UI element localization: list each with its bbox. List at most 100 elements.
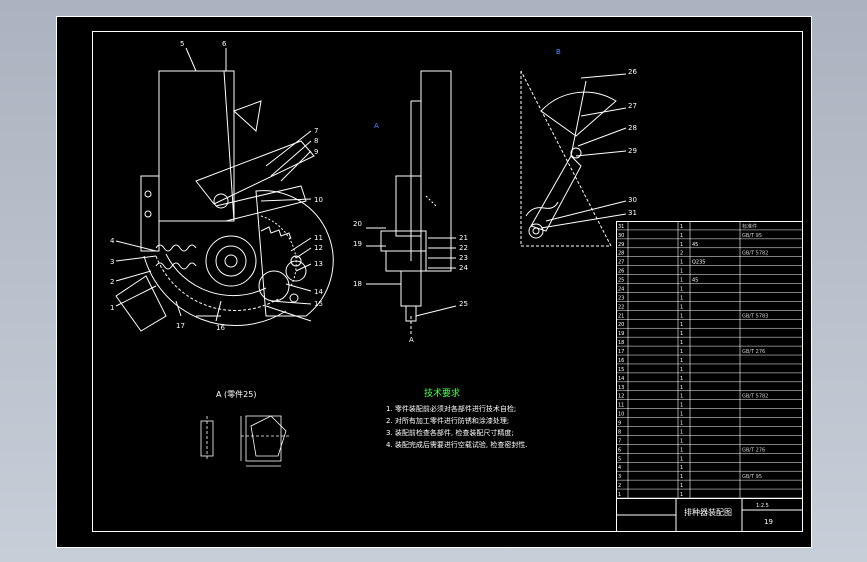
detail-view-labels: B 26 27 28 29 30 31: [556, 48, 637, 217]
part-number: 3: [110, 258, 114, 266]
tech-req-item: 2. 对所有加工零件进行防锈和涂漆处理;: [386, 416, 509, 425]
parts-list-cell: 1: [680, 447, 683, 453]
technical-requirements: 技术要求 1. 零件装配前必须对各部件进行技术自检; 2. 对所有加工零件进行防…: [386, 387, 528, 449]
side-housing: [420, 70, 452, 272]
parts-list-cell: 6: [618, 447, 621, 453]
view-label-b: B: [556, 48, 561, 56]
detail-arm: [530, 155, 582, 232]
parts-list-cell: 13: [618, 385, 624, 391]
side-view: [366, 70, 457, 336]
drawing-title: 排种器装配图: [684, 507, 732, 517]
part-number: 9: [314, 148, 318, 156]
parts-list-cell: 9: [618, 421, 621, 427]
assembly-drawing: 5 6 7 8 9 10 11 12 13 14 15 16 17 1 2 3 …: [56, 16, 812, 548]
parts-list-cell: GB/T 95: [742, 233, 762, 239]
part-number: 28: [628, 124, 637, 132]
detail-view: [520, 70, 627, 247]
parts-list-cell: 10: [618, 412, 624, 418]
parts-list-cell: 1: [680, 340, 683, 346]
part-number: 12: [314, 244, 323, 252]
part-number: 20: [353, 220, 362, 228]
parts-list-cell: GB/T 5783: [742, 313, 768, 319]
tech-req-item: 4. 装配完成后需要进行空载试验, 检查密封性.: [386, 440, 528, 449]
part-number: 26: [628, 68, 637, 76]
parts-list-cell: 1: [618, 492, 621, 498]
parts-list-cell: 1: [680, 331, 683, 337]
parts-list-cell: 31: [618, 224, 624, 230]
parts-list-cell: GB/T 276: [742, 447, 765, 453]
part-number: 2: [110, 278, 114, 286]
detail-sector: [540, 91, 617, 137]
parts-list-cell: GB/T 5782: [742, 251, 768, 257]
sheet-number: 19: [764, 518, 773, 526]
parts-list-cell: 1: [680, 304, 683, 310]
part-number: 10: [314, 196, 323, 204]
part-number: 18: [353, 280, 362, 288]
housing-arc: [143, 255, 287, 326]
part-number: 29: [628, 147, 637, 155]
side-plate: [140, 175, 160, 252]
part-number: 13: [314, 260, 323, 268]
parts-list-cell: 28: [618, 251, 624, 257]
parts-list-cell: 21: [618, 313, 624, 319]
part-number: 1: [110, 304, 114, 312]
parts-list-cell: 27: [618, 260, 624, 266]
parts-list-cell: 1: [680, 403, 683, 409]
parts-list-cell: 标准件: [742, 223, 757, 230]
title-block: [616, 498, 803, 532]
parts-list-cell: 1: [680, 224, 683, 230]
parts-list-cell: 1: [680, 349, 683, 355]
parts-list-cell: 20: [618, 322, 624, 328]
parts-list-cell: 1: [680, 295, 683, 301]
parts-list-border: [616, 221, 803, 499]
part-number: 17: [176, 322, 185, 330]
parts-list-cell: 1: [680, 242, 683, 248]
parts-list-cell: 16: [618, 358, 624, 364]
parts-list-cell: 1: [680, 456, 683, 462]
main-view-labels: 5 6 7 8 9 10 11 12 13 14 15 16 17 1 2 3 …: [110, 40, 323, 332]
part-number: 30: [628, 196, 637, 204]
parts-list-cell: 1: [680, 376, 683, 382]
side-view-labels: A A 20 19 18 21 22 23 24 25: [353, 122, 468, 344]
parts-list-cell: 1: [680, 286, 683, 292]
parts-list-cell: 17: [618, 349, 624, 355]
part-number: 5: [180, 40, 184, 48]
parts-list-cell: 11: [618, 403, 624, 409]
hopper-flap: [233, 100, 262, 132]
parts-list-cell: GB/T 95: [742, 474, 762, 480]
drawing-canvas[interactable]: 5 6 7 8 9 10 11 12 13 14 15 16 17 1 2 3 …: [56, 16, 812, 548]
parts-list-cell: 1: [680, 394, 683, 400]
part-number: 23: [459, 254, 468, 262]
parts-list-cell: 3: [618, 474, 621, 480]
parts-list-cell: 1: [680, 465, 683, 471]
parts-list-cell: 1: [680, 278, 683, 284]
parts-list-cell: 12: [618, 394, 624, 400]
part-number: 24: [459, 264, 468, 272]
part-number: 11: [314, 234, 323, 242]
parts-list-cell: GB/T 5782: [742, 394, 768, 400]
part-number: 31: [628, 209, 637, 217]
parts-list-cell: 23: [618, 295, 624, 301]
part-number: 8: [314, 137, 318, 145]
parts-list-cell: 1: [680, 260, 683, 266]
section-arrow-label: A: [409, 336, 414, 344]
part-25-view: [200, 415, 291, 467]
detail-boundary: [520, 70, 612, 247]
adjust-knob: [285, 260, 307, 282]
parts-list-cell: 1: [680, 483, 683, 489]
parts-list-cell: 15: [618, 367, 624, 373]
parts-list-cell: 18: [618, 340, 624, 346]
parts-list-cell: 2: [618, 483, 621, 489]
parts-list-cell: 1: [680, 269, 683, 275]
spring: [155, 244, 197, 252]
parts-list-cell: 30: [618, 233, 624, 239]
part-number: 27: [628, 102, 637, 110]
parts-list-cell: 1: [680, 358, 683, 364]
parts-list-cell: 29: [618, 242, 624, 248]
seed-hopper: [158, 70, 235, 222]
part-number: 21: [459, 234, 468, 242]
parts-list-cell: 1: [680, 412, 683, 418]
parts-list-cell: 1: [680, 313, 683, 319]
parts-list-cell: 1: [680, 367, 683, 373]
